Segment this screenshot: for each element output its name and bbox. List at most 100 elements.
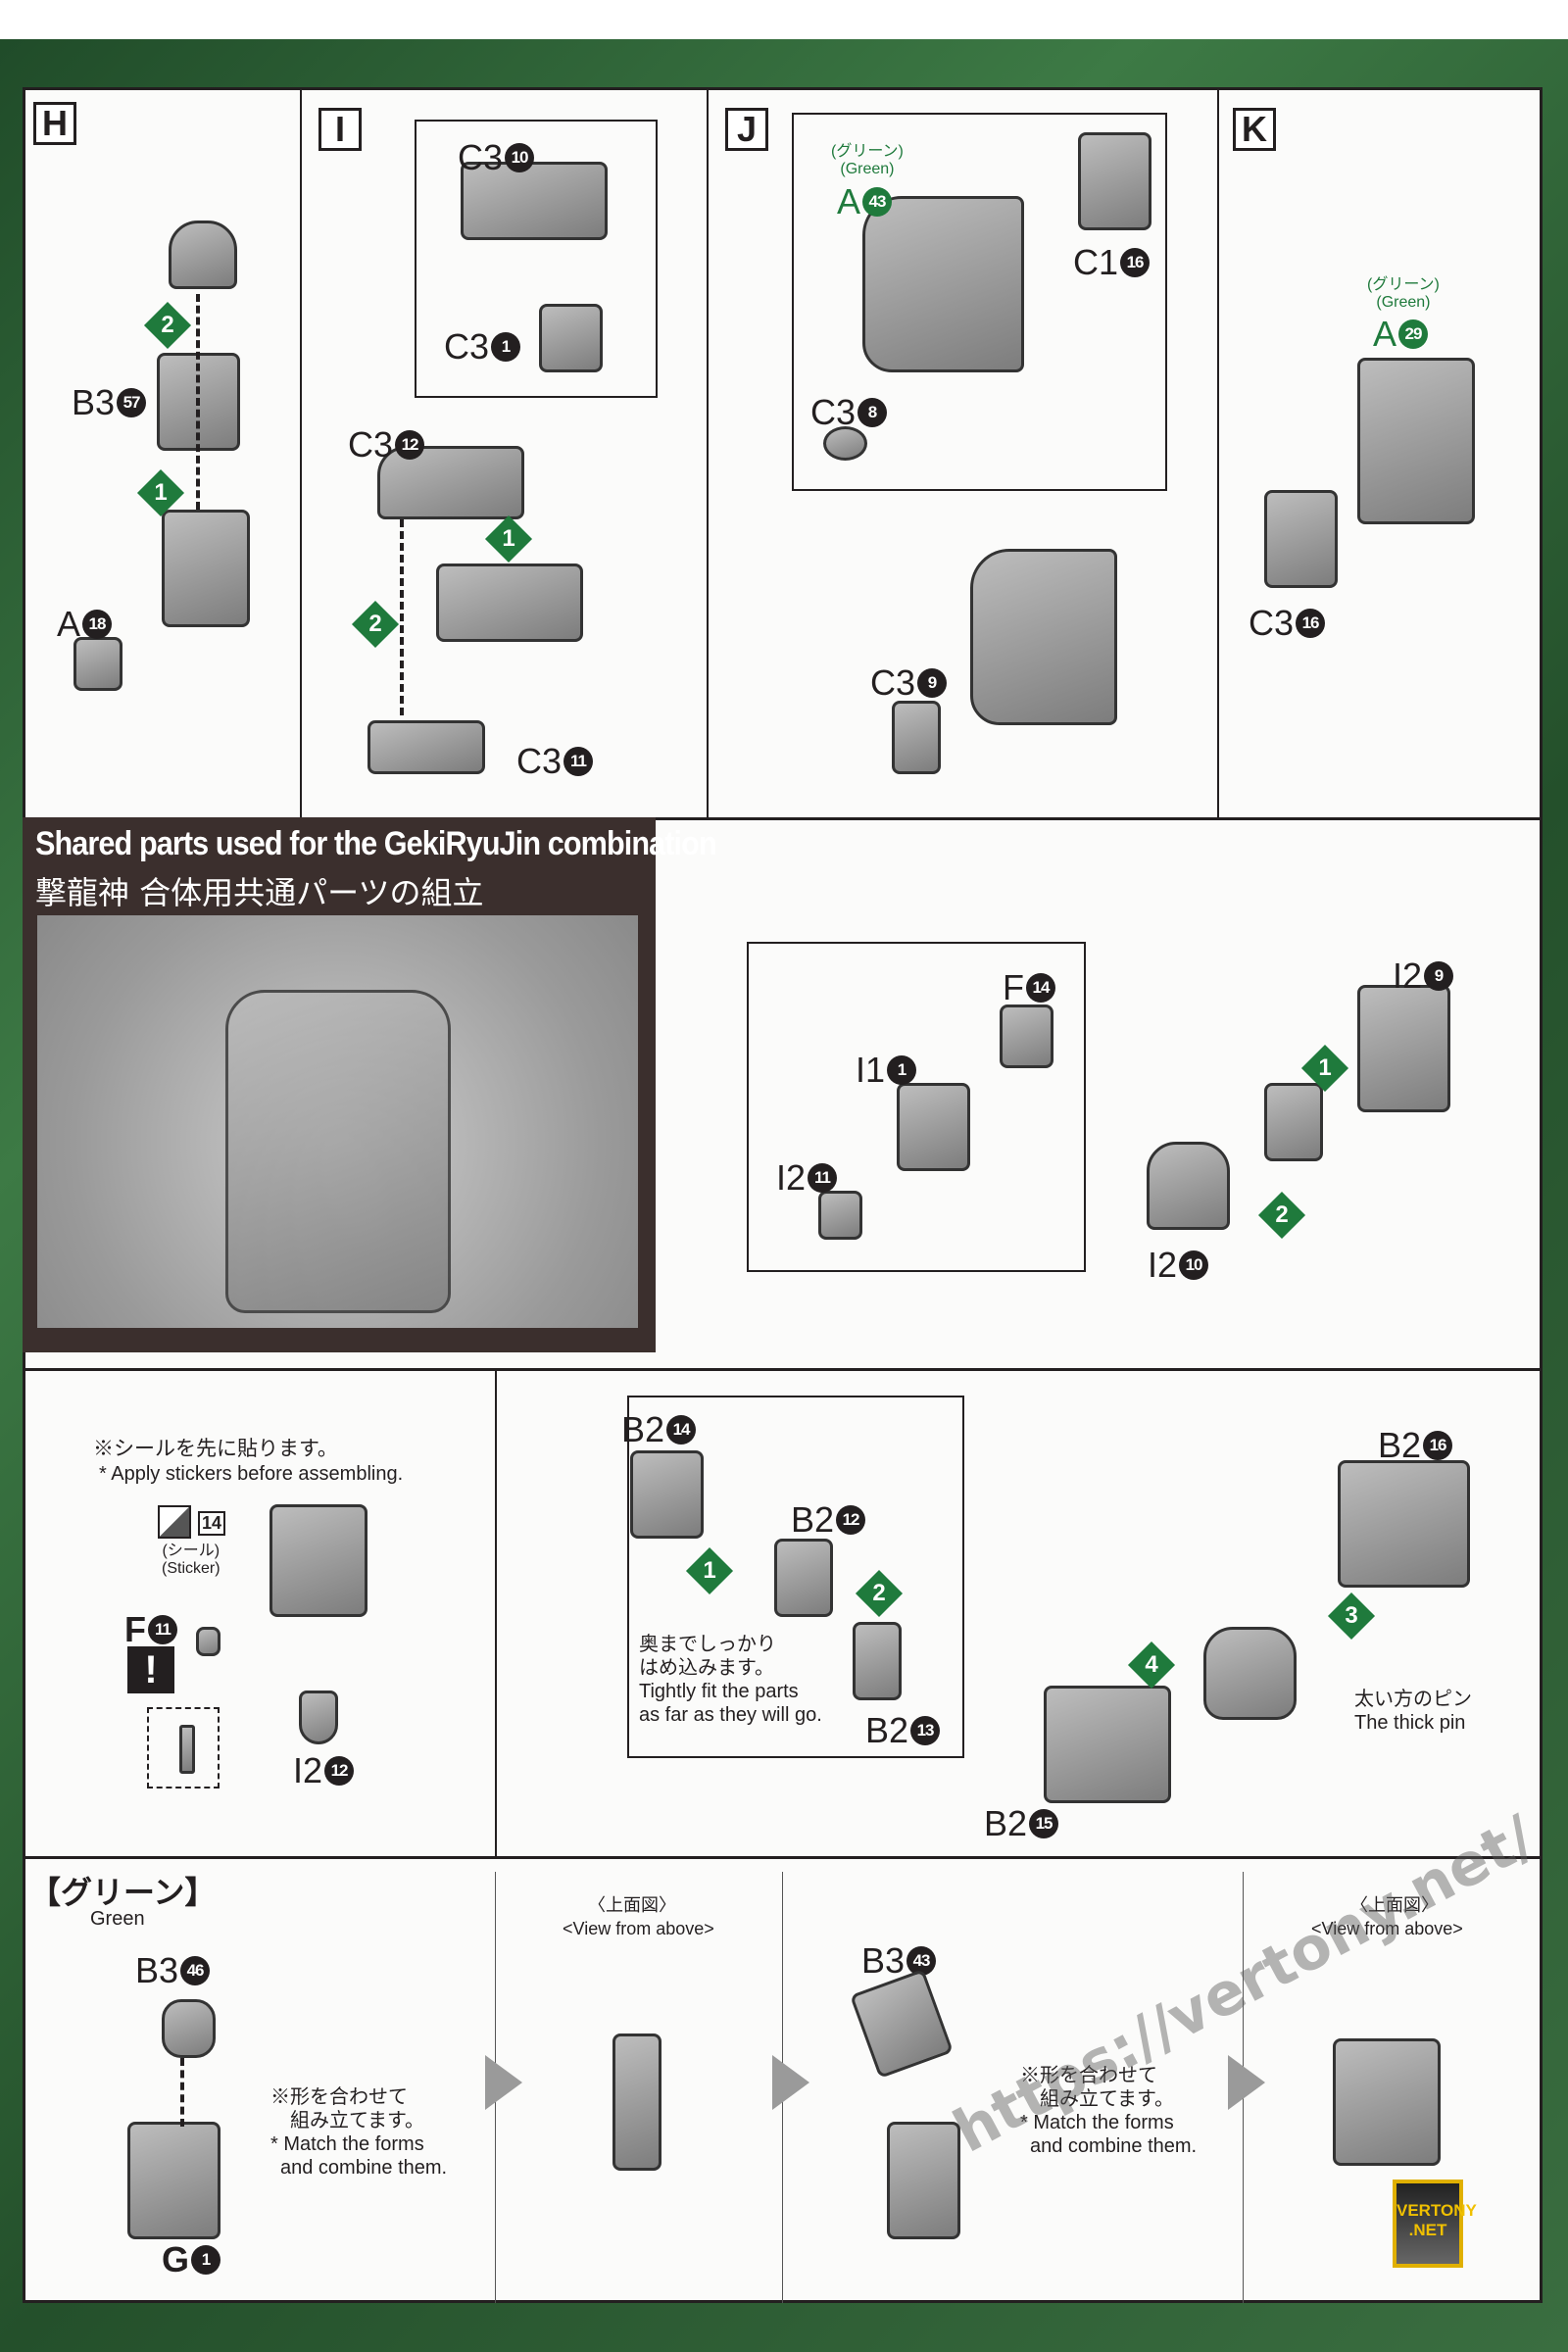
sticker-caption: (シール)(Sticker) [162, 1543, 220, 1577]
divider [23, 1856, 1543, 1859]
assembly-arrow [180, 2058, 184, 2127]
divider [1217, 87, 1219, 817]
sticker-note-jp: ※シールを先に貼ります。 [93, 1438, 338, 1460]
step-letter-i: I [318, 108, 362, 151]
view-label-jp: 〈上面図〉 [588, 1895, 676, 1915]
part-illustration [970, 549, 1117, 725]
section-title-jp: 撃龍神 合体用共通パーツの組立 [35, 874, 484, 911]
next-step-arrow-icon [772, 2055, 809, 2110]
step-diamond: 1 [685, 1546, 734, 1595]
step-diamond: 2 [143, 301, 192, 350]
part-illustration [823, 426, 867, 461]
part-illustration [74, 637, 122, 691]
step-diamond: 2 [855, 1569, 904, 1618]
part-illustration [299, 1690, 338, 1744]
callout-box [415, 120, 658, 398]
step-diamond: 1 [136, 468, 185, 517]
part-illustration [1000, 1004, 1054, 1068]
callout-box [792, 113, 1167, 491]
color-note: (グリーン)(Green) [831, 143, 904, 177]
warning-icon: ! [127, 1646, 174, 1693]
part-illustration [1264, 490, 1338, 588]
part-illustration [461, 162, 608, 240]
assembly-arrow [196, 294, 200, 510]
part-illustration [270, 1504, 368, 1617]
view-label-en: <View from above> [1311, 1919, 1463, 1938]
assembly-arrow [400, 519, 404, 715]
part-illustration [1078, 132, 1152, 230]
part-illustration [630, 1450, 704, 1539]
part-illustration [1264, 1083, 1323, 1161]
sticker-number: 14 [198, 1511, 226, 1536]
part-illustration [818, 1191, 862, 1240]
color-header-en: Green [90, 1908, 145, 1930]
part-illustration [539, 304, 603, 372]
step-diamond: 2 [351, 600, 400, 649]
sticker-icon [158, 1505, 191, 1539]
color-note: (グリーン)(Green) [1367, 276, 1440, 311]
part-illustration [1338, 1460, 1470, 1588]
part-illustration [853, 1622, 902, 1700]
divider [300, 87, 302, 817]
part-illustration [162, 1999, 216, 2058]
step-diamond: 1 [484, 514, 533, 564]
top-margin [0, 0, 1568, 39]
part-illustration [1333, 2038, 1441, 2166]
sticker-note-en: * Apply stickers before assembling. [99, 1463, 404, 1485]
step-letter-k: K [1233, 108, 1276, 151]
divider [23, 1368, 1543, 1371]
divider [707, 87, 709, 817]
step-diamond: 2 [1257, 1191, 1306, 1240]
callout-box [747, 942, 1086, 1272]
divider [495, 1368, 497, 1856]
part-illustration [1357, 985, 1450, 1112]
detail-box [147, 1707, 220, 1788]
step-diamond: 1 [1300, 1044, 1349, 1093]
next-step-arrow-icon [1228, 2055, 1265, 2110]
part-illustration [179, 1725, 195, 1774]
step-letter-j: J [725, 108, 768, 151]
part-illustration [436, 564, 583, 642]
next-step-arrow-icon [485, 2055, 522, 2110]
color-header-jp: 【グリーン】 [29, 1874, 217, 1911]
part-illustration [1147, 1142, 1230, 1230]
part-illustration [169, 220, 237, 289]
divider [23, 817, 1543, 820]
view-label-en: <View from above> [563, 1919, 714, 1938]
part-illustration [368, 720, 485, 774]
part-illustration [1357, 358, 1475, 524]
model-illustration [225, 990, 451, 1313]
part-illustration [862, 196, 1024, 372]
vertony-logo: VERTONY .NET [1393, 2180, 1477, 2268]
part-illustration [1044, 1686, 1171, 1803]
part-illustration [1203, 1627, 1297, 1720]
part-illustration [774, 1539, 833, 1617]
part-illustration [612, 2034, 662, 2171]
part-illustration [897, 1083, 970, 1171]
